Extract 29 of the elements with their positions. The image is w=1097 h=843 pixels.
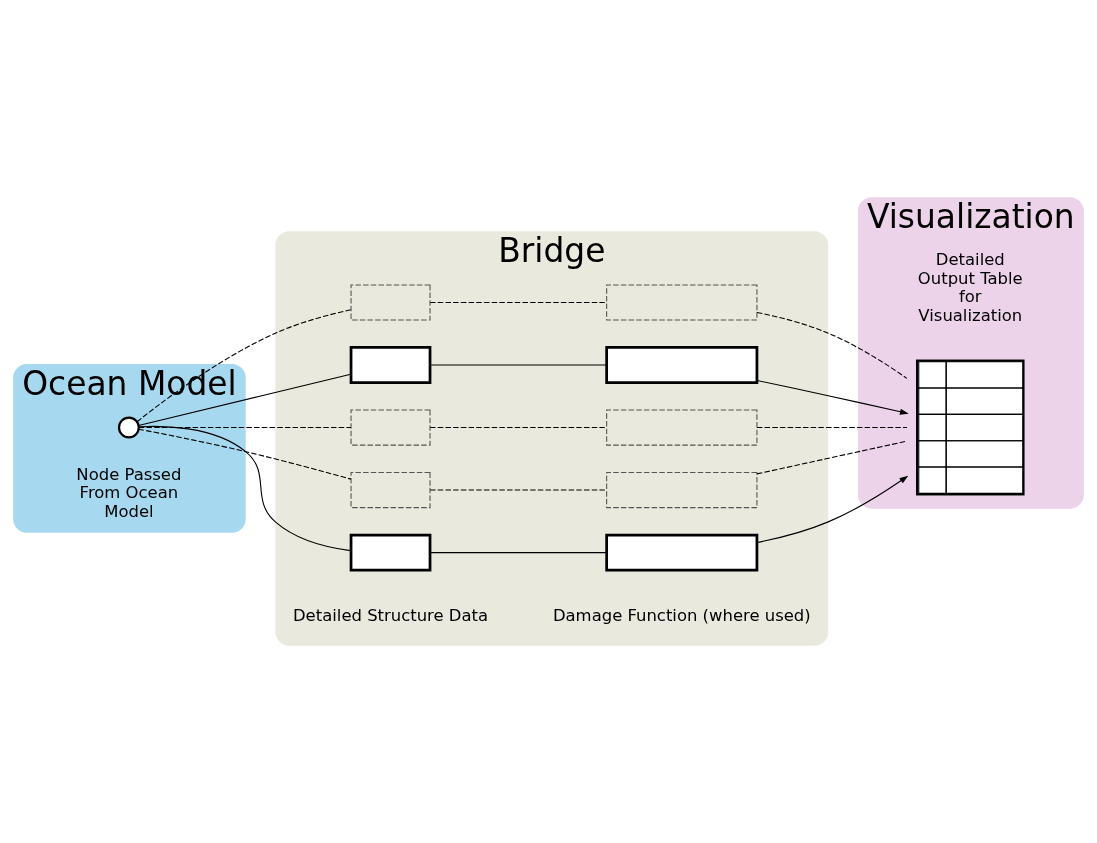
connector — [138, 425, 352, 552]
connector — [756, 426, 908, 429]
connector — [429, 301, 608, 304]
connector — [756, 311, 908, 379]
node-box — [350, 471, 431, 509]
connector — [429, 426, 608, 429]
node-circle — [117, 416, 140, 439]
node-box — [349, 533, 432, 572]
connector — [429, 552, 608, 554]
connector — [138, 428, 352, 480]
arrow — [756, 475, 909, 544]
node-label: Node Passed From Ocean Model — [76, 464, 182, 521]
node-box — [606, 284, 758, 321]
label: Damage Function (where used) — [552, 606, 811, 626]
node-box — [606, 471, 758, 509]
label: Detailed Structure Data — [292, 606, 489, 626]
connector — [429, 364, 608, 366]
connector — [756, 440, 908, 475]
node-box — [350, 409, 431, 446]
node-box — [606, 409, 758, 446]
node-box — [605, 533, 759, 572]
connector — [138, 373, 352, 426]
arrow — [756, 379, 909, 415]
connector — [138, 426, 352, 429]
connector — [136, 309, 352, 423]
node-box — [605, 346, 759, 384]
node-box — [350, 284, 431, 321]
node-label: Detailed Output Table for Visualization — [917, 250, 1023, 326]
node-box — [349, 346, 432, 384]
